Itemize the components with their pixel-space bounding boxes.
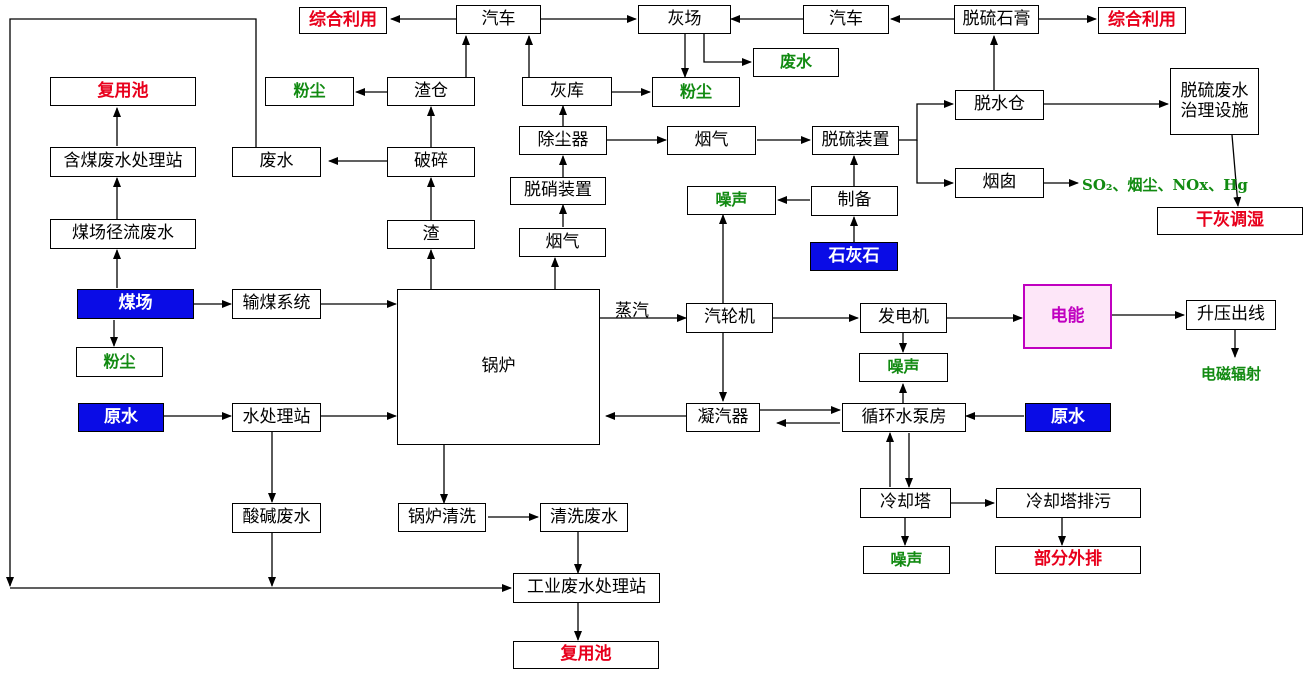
raw-water-right: 原水 [1025, 403, 1111, 432]
denitrification-unit: 脱硝装置 [510, 177, 606, 205]
desulfurization-unit: 脱硫装置 [812, 126, 899, 155]
comprehensive-utilization-right: 综合利用 [1098, 7, 1186, 34]
crushing: 破碎 [387, 147, 475, 177]
facility-label-line1: 脱硫废水 [1180, 80, 1249, 101]
slag: 渣 [387, 220, 475, 249]
condenser: 凝汽器 [686, 403, 760, 432]
truck-right: 汽车 [803, 5, 889, 34]
dust-coal: 粉尘 [76, 347, 163, 377]
dust-collector: 除尘器 [519, 126, 607, 155]
circulating-pump-house: 循环水泵房 [842, 403, 966, 432]
noise-top: 噪声 [687, 186, 776, 215]
dust-ash: 粉尘 [652, 77, 740, 107]
coal-yard-input: 煤场 [77, 289, 194, 319]
limestone-input: 石灰石 [810, 242, 898, 271]
reuse-pool-top: 复用池 [50, 77, 196, 106]
partial-discharge: 部分外排 [995, 546, 1141, 574]
desulfurization-gypsum: 脱硫石膏 [954, 5, 1039, 34]
reuse-pool-bottom: 复用池 [513, 641, 659, 669]
wastewater-mid: 废水 [232, 147, 321, 177]
ash-yard: 灰场 [638, 5, 731, 34]
chimney: 烟囱 [955, 168, 1044, 198]
boiler: 锅炉 [397, 289, 600, 445]
flue-gas-upper: 烟气 [667, 126, 756, 155]
dewatering-silo: 脱水仓 [955, 90, 1044, 120]
wastewater-ash-yard-label: 废水 [779, 52, 812, 72]
generator: 发电机 [860, 303, 947, 333]
truck-top: 汽车 [456, 5, 541, 34]
wastewater-ash-yard: 废水 [753, 48, 839, 77]
industrial-wastewater-station: 工业废水处理站 [513, 573, 660, 603]
dust-slag: 粉尘 [265, 77, 354, 106]
coal-conveying-system: 输煤系统 [232, 289, 321, 319]
water-treatment-station: 水处理站 [232, 403, 321, 432]
ash-silo: 灰库 [522, 77, 612, 106]
steam-turbine: 汽轮机 [686, 303, 773, 333]
emissions-label: SO₂、烟尘、NOx、Hg [1082, 176, 1248, 194]
step-up-outlet: 升压出线 [1186, 300, 1276, 330]
raw-water-left: 原水 [78, 403, 164, 432]
desulfurization-wastewater-facility: 脱硫废水 治理设施 [1170, 68, 1259, 135]
cooling-tower-blowdown: 冷却塔排污 [996, 488, 1141, 518]
facility-label-line2: 治理设施 [1180, 100, 1249, 121]
cleaning-wastewater: 清洗废水 [540, 503, 628, 532]
comprehensive-utilization-left: 综合利用 [299, 7, 387, 34]
electric-energy: 电能 [1023, 284, 1112, 349]
boiler-cleaning: 锅炉清洗 [398, 503, 486, 532]
preparation: 制备 [811, 186, 898, 216]
coal-yard-runoff: 煤场径流废水 [50, 219, 196, 249]
noise-mid: 噪声 [859, 353, 948, 382]
cooling-tower: 冷却塔 [860, 488, 951, 518]
steam-label: 蒸汽 [615, 301, 649, 321]
noise-bottom: 噪声 [863, 546, 950, 574]
slag-silo: 渣仓 [387, 77, 475, 106]
electromagnetic-radiation-label: 电磁辐射 [1201, 365, 1262, 383]
acid-alkali-wastewater: 酸碱废水 [232, 503, 321, 533]
dry-ash-conditioning: 干灰调湿 [1157, 207, 1303, 235]
coal-wastewater-station: 含煤废水处理站 [50, 147, 196, 177]
flue-gas-lower: 烟气 [519, 228, 606, 257]
